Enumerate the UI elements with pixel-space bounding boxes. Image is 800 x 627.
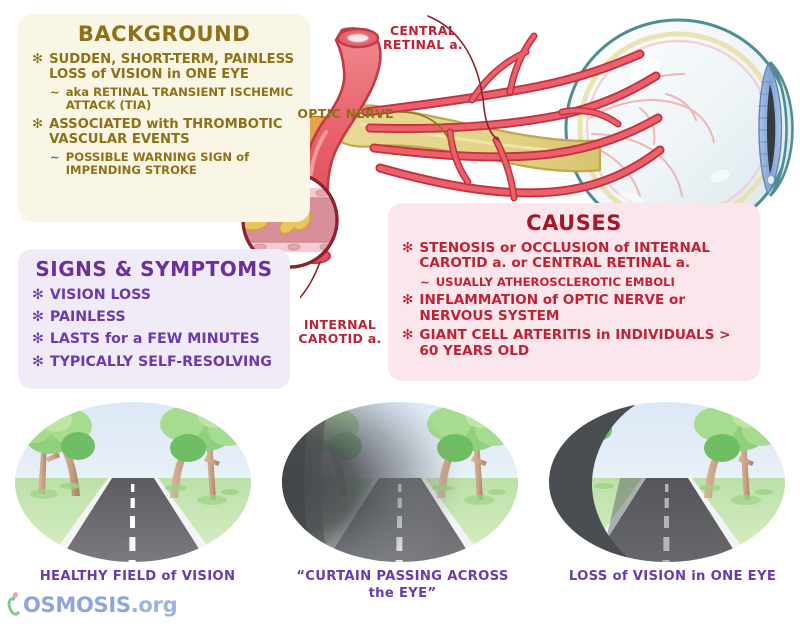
logo-wordmark: OSMOSIS: [23, 593, 131, 617]
asterisk-bullet-icon: ✻: [32, 116, 44, 132]
list-item: ~ aka RETINAL TRANSIENT ISCHEMIC ATTACK …: [50, 85, 294, 113]
label-internal-carotid-artery: INTERNAL CAROTID a.: [298, 317, 382, 346]
optic-nerve-leader: [399, 111, 451, 143]
tilde-bullet-icon: ~: [50, 149, 60, 164]
asterisk-bullet-icon: ✻: [402, 240, 414, 256]
vision-panel-loss: [549, 402, 785, 562]
background-bullet-list: ✻ SUDDEN, SHORT-TERM, PAINLESS LOSS of V…: [32, 52, 296, 177]
asterisk-bullet-icon: ✻: [32, 309, 44, 326]
signs-bullet-list: ✻ VISION LOSS ✻ PAINLESS ✻ LASTS for a F…: [32, 287, 276, 370]
asterisk-bullet-icon: ✻: [402, 327, 414, 344]
asterisk-bullet-icon: ✻: [32, 353, 44, 370]
asterisk-bullet-icon: ✻: [32, 52, 44, 67]
caption-healthy-field-of-vision: HEALTHY FIELD of VISION: [39, 569, 236, 584]
caption-loss-of-vision: LOSS of VISION in ONE EYE: [568, 569, 777, 584]
label-central-retinal-artery: CENTRAL RETINAL a.: [383, 23, 463, 52]
leader-lines: [427, 15, 499, 141]
list-item: ✻ VISION LOSS: [32, 287, 151, 303]
label-optic-nerve: OPTIC NERVE: [297, 106, 394, 121]
causes-bullet-list: ✻ STENOSIS or OCCLUSION of INTERNAL CARO…: [402, 240, 746, 359]
list-item: ✻ SUDDEN, SHORT-TERM, PAINLESS LOSS of V…: [32, 52, 295, 83]
list-item: ✻ LASTS for a FEW MINUTES: [32, 331, 260, 348]
osmosis-leaf-icon: [5, 591, 23, 618]
cornea-iris: [758, 61, 794, 197]
eye-anatomy-illustration: [300, 15, 794, 299]
asterisk-bullet-icon: ✻: [32, 331, 44, 348]
asterisk-bullet-icon: ✻: [32, 287, 44, 303]
vision-panel-healthy: [15, 402, 251, 562]
list-item: ✻ GIANT CELL ARTERITIS in INDIVIDUALS > …: [402, 327, 731, 359]
vision-panel-curtain: [282, 402, 518, 562]
arterial-branches-fill: [448, 34, 620, 200]
background-card-title: BACKGROUND: [77, 22, 251, 46]
list-item: ✻ INFLAMMATION of OPTIC NERVE or NERVOUS…: [402, 292, 686, 324]
signs-card-title: SIGNS & SYMPTOMS: [35, 257, 273, 281]
list-item: ✻ PAINLESS: [32, 309, 126, 326]
tilde-bullet-icon: ~: [50, 85, 60, 100]
caption-curtain-passing: “CURTAIN PASSING ACROSS the EYE”: [296, 569, 509, 601]
central-retinal-arteries-fill: [363, 51, 663, 196]
field-of-vision-panels: [15, 402, 785, 562]
tilde-bullet-icon: ~: [420, 274, 430, 289]
list-item: ~ USUALLY ATHEROSCLEROTIC EMBOLI: [420, 274, 675, 289]
signs-and-symptoms-card: SIGNS & SYMPTOMS ✻ VISION LOSS ✻ PAINLES…: [18, 249, 290, 389]
asterisk-bullet-icon: ✻: [402, 292, 414, 309]
causes-card: CAUSES ✻ STENOSIS or OCCLUSION of INTERN…: [388, 203, 760, 381]
list-item: ~ POSSIBLE WARNING SIGN of IMPENDING STR…: [50, 149, 250, 177]
carotid-leader: [300, 261, 321, 299]
list-item: ✻ TYPICALLY SELF-RESOLVING: [32, 353, 272, 370]
list-item: ✻ STENOSIS or OCCLUSION of INTERNAL CARO…: [402, 240, 711, 272]
causes-card-title: CAUSES: [526, 211, 622, 235]
background-card: BACKGROUND ✻ SUDDEN, SHORT-TERM, PAINLES…: [18, 14, 310, 222]
osmosis-logo[interactable]: OSMOSIS .org: [5, 591, 178, 618]
logo-suffix: .org: [130, 593, 178, 617]
list-item: ✻ ASSOCIATED with THROMBOTIC VASCULAR EV…: [32, 116, 283, 147]
